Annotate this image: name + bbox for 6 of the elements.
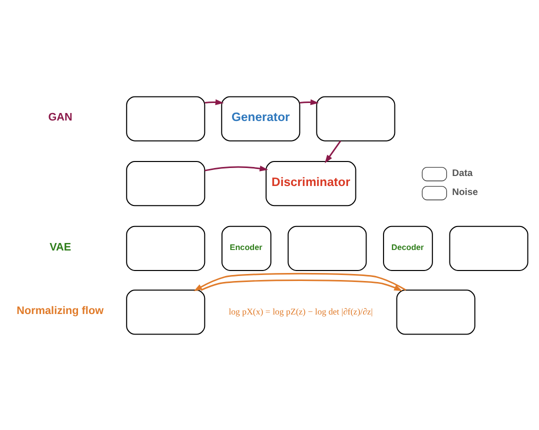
legend-label: Data [452,167,473,178]
label: Normalizing flow [16,304,104,317]
legend-label: Noise [452,186,478,198]
label: GAN [48,111,72,124]
label: log pX(x) = log pZ(z) − log det |∂f(z)/∂z| [228,306,373,316]
label: VAE [50,240,72,253]
